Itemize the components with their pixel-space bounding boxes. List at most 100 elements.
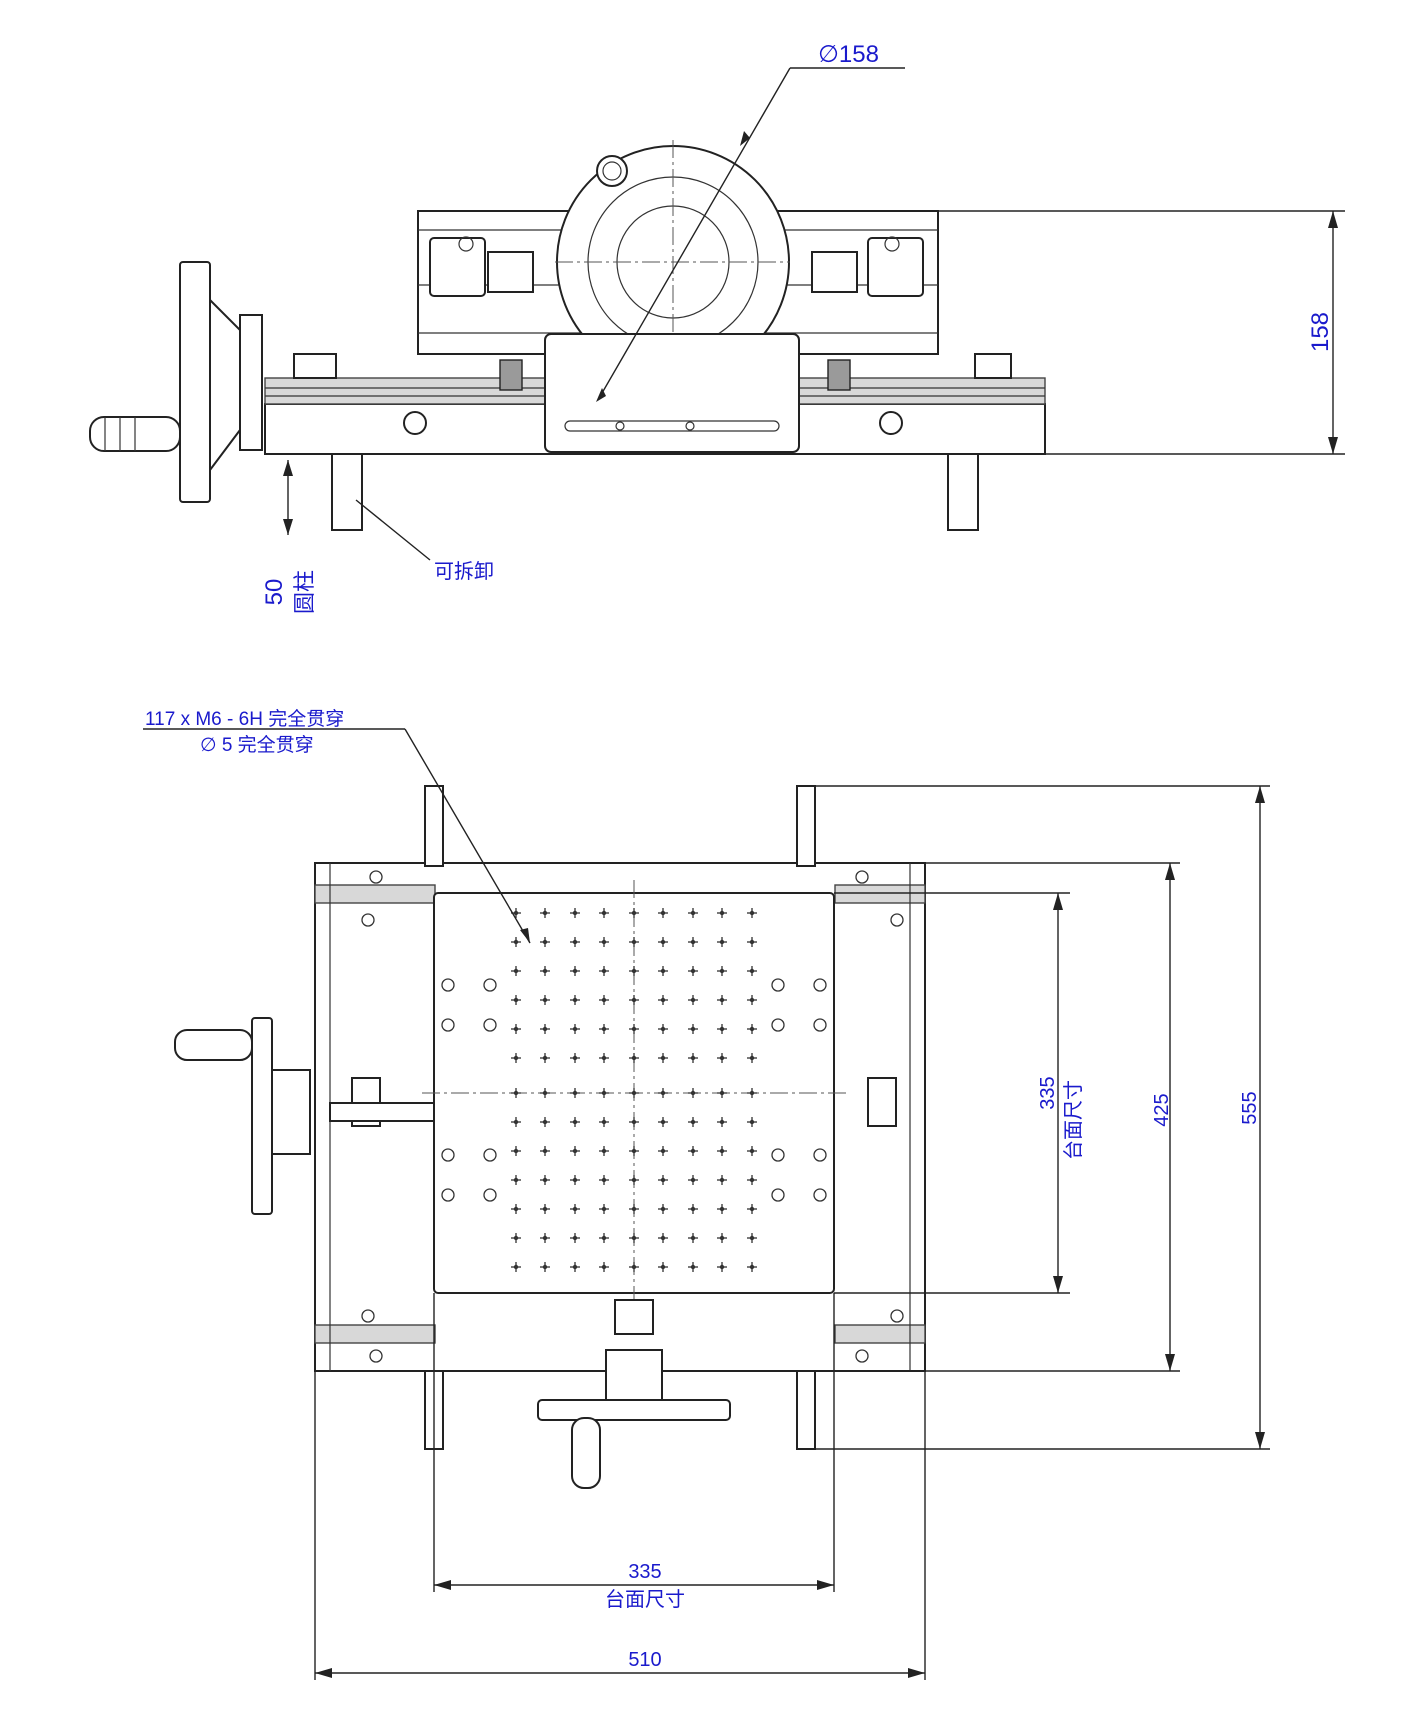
threaded-hole (599, 1146, 609, 1156)
threaded-hole (570, 1024, 580, 1034)
threaded-hole (540, 1175, 550, 1185)
handwheel-side (179, 261, 211, 503)
threaded-hole (540, 1262, 550, 1272)
threaded-hole (511, 995, 521, 1005)
threaded-hole (511, 1053, 521, 1063)
handwheel-bottom-hub (605, 1349, 663, 1401)
threaded-hole (717, 966, 727, 976)
table-width-caption: 台面尺寸 (605, 1588, 685, 1611)
threaded-hole (570, 1204, 580, 1214)
carrier-left (499, 359, 523, 391)
threaded-hole (540, 1204, 550, 1214)
mounting-hole (855, 870, 869, 884)
lead-screw (329, 1102, 435, 1122)
threaded-hole (747, 1053, 757, 1063)
threaded-hole (629, 937, 639, 947)
threaded-hole (658, 995, 668, 1005)
overall-width-value: 510 (628, 1649, 661, 1671)
threaded-hole (747, 1024, 757, 1034)
threaded-hole (540, 1117, 550, 1127)
handwheel-bottom (537, 1399, 731, 1421)
threaded-hole (570, 937, 580, 947)
table-height-value: 335 (1037, 1076, 1059, 1109)
front-view: ∅158 158 50 圆柱 可拆卸 (89, 41, 1345, 614)
threaded-hole (629, 1088, 639, 1098)
mounting-hole (771, 1188, 785, 1202)
threaded-hole (629, 966, 639, 976)
mounting-hole (441, 1148, 455, 1162)
mounting-hole (441, 978, 455, 992)
threaded-hole (747, 1262, 757, 1272)
mounting-hole (813, 1188, 827, 1202)
threaded-hole (570, 1146, 580, 1156)
threaded-hole (570, 995, 580, 1005)
threaded-hole (717, 1175, 727, 1185)
threaded-hole (599, 908, 609, 918)
clamp-left (293, 353, 337, 379)
threaded-hole (717, 1088, 727, 1098)
threaded-hole (599, 1088, 609, 1098)
threaded-hole (570, 1262, 580, 1272)
threaded-hole (747, 1088, 757, 1098)
threaded-hole (717, 937, 727, 947)
center-mount (544, 333, 800, 453)
threaded-hole (599, 937, 609, 947)
threaded-hole (688, 1262, 698, 1272)
plan-view: 117 x M6 - 6H 完全贯穿 ∅ 5 完全贯穿 335 台面尺寸 425… (143, 708, 1270, 1680)
threaded-hole (629, 1204, 639, 1214)
threaded-hole (688, 966, 698, 976)
threaded-hole (717, 1262, 727, 1272)
mounting-hole (483, 1148, 497, 1162)
threaded-hole (658, 1175, 668, 1185)
threaded-hole (747, 1175, 757, 1185)
threaded-hole (540, 1088, 550, 1098)
threaded-hole (717, 1146, 727, 1156)
threaded-hole (599, 1204, 609, 1214)
threaded-hole (570, 1175, 580, 1185)
threaded-hole (540, 1024, 550, 1034)
threaded-hole (717, 1024, 727, 1034)
threaded-hole (570, 1088, 580, 1098)
threaded-hole (629, 1053, 639, 1063)
handwheel-hub-plan (271, 1069, 311, 1155)
threaded-hole (570, 1053, 580, 1063)
threaded-hole (717, 1204, 727, 1214)
threaded-hole (717, 1233, 727, 1243)
hole-note-line1: 117 x M6 - 6H 完全贯穿 (145, 708, 344, 730)
threaded-hole (511, 1088, 521, 1098)
clamp-right (974, 353, 1012, 379)
base-hole-left (403, 411, 427, 435)
threaded-hole (570, 1117, 580, 1127)
mounting-hole (771, 1148, 785, 1162)
mounting-hole (890, 913, 904, 927)
threaded-hole (688, 1088, 698, 1098)
locking-knob (596, 155, 628, 187)
hole-note-line2: ∅ 5 完全贯穿 (200, 734, 314, 756)
threaded-hole (540, 937, 550, 947)
threaded-hole (747, 1146, 757, 1156)
post-height-label: 50 (261, 579, 288, 606)
threaded-hole (658, 1053, 668, 1063)
threaded-hole (747, 937, 757, 947)
threaded-hole (658, 1088, 668, 1098)
hole-grid (511, 908, 757, 1272)
threaded-hole (747, 1117, 757, 1127)
threaded-hole (599, 1233, 609, 1243)
threaded-hole (570, 1233, 580, 1243)
mounting-hole (771, 978, 785, 992)
threaded-hole (599, 995, 609, 1005)
handwheel-shaft (239, 314, 263, 451)
post-label: 圆柱 (292, 570, 317, 614)
post-right (947, 453, 979, 531)
threaded-hole (717, 995, 727, 1005)
threaded-hole (599, 966, 609, 976)
diameter-leader (597, 67, 791, 401)
threaded-hole (599, 1175, 609, 1185)
threaded-hole (717, 1117, 727, 1127)
mounting-hole (483, 978, 497, 992)
threaded-hole (658, 1233, 668, 1243)
threaded-hole (511, 1146, 521, 1156)
threaded-hole (540, 966, 550, 976)
threaded-hole (658, 966, 668, 976)
